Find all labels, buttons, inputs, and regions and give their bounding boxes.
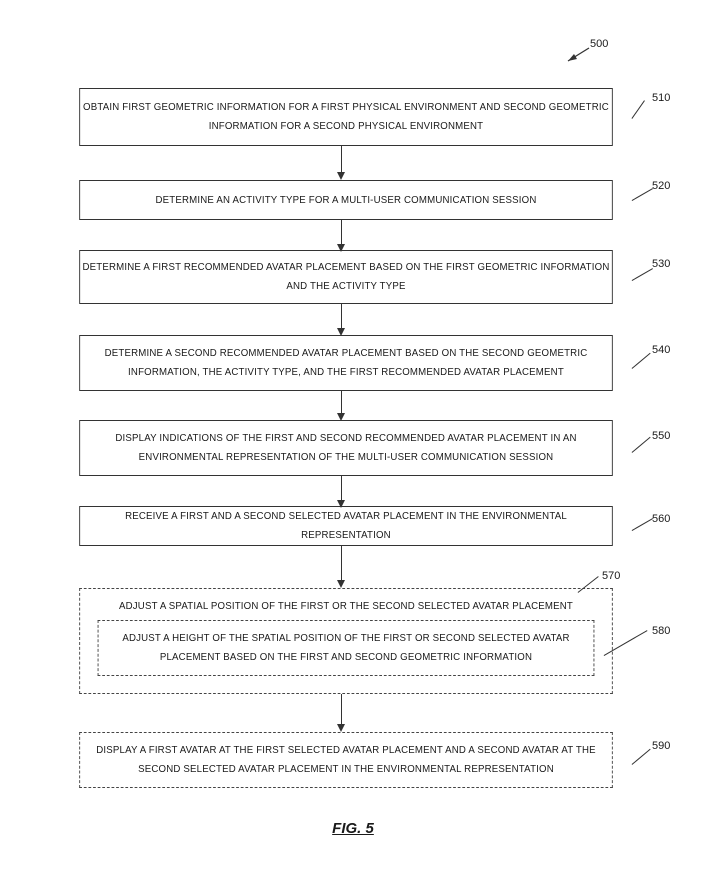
step-520-ref: 520: [652, 180, 671, 192]
diagram-ref-500: 500: [590, 38, 609, 50]
step-550-leader: [631, 436, 651, 454]
step-530-box: DETERMINE A FIRST RECOMMENDED AVATAR PLA…: [79, 250, 613, 304]
step-550-ref: 550: [652, 430, 671, 442]
step-540-line1: DETERMINE A SECOND RECOMMENDED AVATAR PL…: [104, 347, 588, 359]
step-510-ref: 510: [652, 92, 671, 104]
step-590-leader: [631, 748, 651, 766]
step-590-line1: DISPLAY A FIRST AVATAR AT THE FIRST SELE…: [96, 744, 596, 756]
step-580-box: ADJUST A HEIGHT OF THE SPATIAL POSITION …: [97, 620, 595, 676]
figure-label: FIG. 5: [332, 820, 374, 837]
arrow-570-590: [337, 694, 345, 732]
step-560-ref: 560: [652, 513, 671, 525]
step-560-box: RECEIVE A FIRST AND A SECOND SELECTED AV…: [79, 506, 613, 546]
ref-500-arrow-icon: [567, 47, 590, 62]
step-520-box: DETERMINE AN ACTIVITY TYPE FOR A MULTI-U…: [79, 180, 613, 220]
step-530-ref: 530: [652, 258, 671, 270]
step-540-box: DETERMINE A SECOND RECOMMENDED AVATAR PL…: [79, 335, 613, 391]
step-570-ref: 570: [602, 570, 621, 582]
step-580-ref: 580: [652, 625, 671, 637]
step-560-leader: [631, 518, 654, 532]
step-580-line1: ADJUST A HEIGHT OF THE SPATIAL POSITION …: [122, 632, 570, 644]
step-550-line1: DISPLAY INDICATIONS OF THE FIRST AND SEC…: [115, 432, 577, 444]
step-560-line1: RECEIVE A FIRST AND A SECOND SELECTED AV…: [125, 510, 567, 541]
step-590-line2: SECOND SELECTED AVATAR PLACEMENT IN THE …: [138, 763, 554, 775]
arrow-560-570: [337, 546, 345, 588]
step-510-box: OBTAIN FIRST GEOMETRIC INFORMATION FOR A…: [79, 88, 613, 146]
step-510-line1: OBTAIN FIRST GEOMETRIC INFORMATION FOR A…: [83, 101, 609, 113]
step-570-box: ADJUST A SPATIAL POSITION OF THE FIRST O…: [79, 588, 613, 694]
step-540-line2: INFORMATION, THE ACTIVITY TYPE, AND THE …: [128, 366, 564, 378]
arrow-540-550: [337, 391, 345, 421]
step-550-box: DISPLAY INDICATIONS OF THE FIRST AND SEC…: [79, 420, 613, 476]
step-530-line1: DETERMINE A FIRST RECOMMENDED AVATAR PLA…: [82, 261, 610, 273]
step-520-leader: [631, 188, 654, 202]
step-590-ref: 590: [652, 740, 671, 752]
arrow-550-560: [337, 476, 345, 508]
step-590-box: DISPLAY A FIRST AVATAR AT THE FIRST SELE…: [79, 732, 613, 788]
step-580-line2: PLACEMENT BASED ON THE FIRST AND SECOND …: [159, 651, 533, 663]
arrow-520-530: [337, 220, 345, 252]
step-530-leader: [631, 268, 654, 282]
step-510-leader: [631, 100, 646, 120]
step-540-ref: 540: [652, 344, 671, 356]
step-510-line2: INFORMATION FOR A SECOND PHYSICAL ENVIRO…: [208, 120, 484, 132]
step-550-line2: ENVIRONMENTAL REPRESENTATION OF THE MULT…: [138, 451, 554, 463]
step-570-line1: ADJUST A SPATIAL POSITION OF THE FIRST O…: [119, 600, 573, 612]
arrow-510-520: [337, 146, 345, 180]
step-530-line2: AND THE ACTIVITY TYPE: [286, 280, 406, 292]
arrow-530-540: [337, 304, 345, 336]
step-540-leader: [631, 352, 651, 370]
step-520-line1: DETERMINE AN ACTIVITY TYPE FOR A MULTI-U…: [155, 193, 537, 206]
